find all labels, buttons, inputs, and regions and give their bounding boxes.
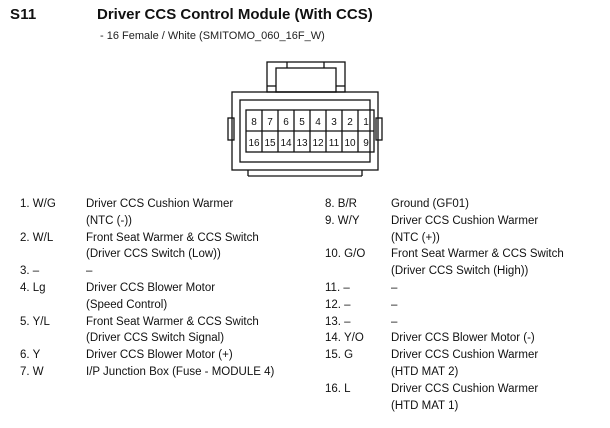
pin-number: 12. – [325,298,351,311]
pin-description: Driver CCS Cushion Warmer (NTC (-)) [86,196,320,230]
pin-description: Driver CCS Blower Motor (+) [86,347,320,364]
pin-row: 7. W I/P Junction Box (Fuse - MODULE 4) [20,364,320,381]
pin-row: 13. – – [325,314,610,331]
pin-number: 13. – [325,315,351,328]
pin-row: 16. L Driver CCS Cushion Warmer (HTD MAT… [325,381,610,415]
pin-row: 9. W/Y Driver CCS Cushion Warmer (NTC (+… [325,213,610,247]
pin-row: 5. Y/L Front Seat Warmer & CCS Switch (D… [20,314,320,348]
pin-description-line: (HTD MAT 1) [391,399,459,412]
pin-label-14: 14 [280,138,292,149]
pin-description-line: (HTD MAT 2) [391,365,459,378]
pin-description-line: I/P Junction Box (Fuse - MODULE 4) [86,365,275,378]
pin-row: 11. – – [325,280,610,297]
pin-description-line: Front Seat Warmer & CCS Switch [86,315,259,328]
pin-row: 14. Y/O Driver CCS Blower Motor (-) [325,330,610,347]
pin-description-line: – [86,265,93,278]
pin-number: 3. – [20,265,40,278]
pin-description: – [86,263,320,280]
pin-description-line: Front Seat Warmer & CCS Switch [391,248,564,261]
pin-description-line: – [391,298,398,311]
pin-description-line: (NTC (-)) [86,214,132,227]
pin-number: 16. L [325,382,351,395]
pin-description: Driver CCS Blower Motor (Speed Control) [86,280,320,314]
pin-row: 1. W/G Driver CCS Cushion Warmer (NTC (-… [20,196,320,230]
pin-number: 8. B/R [325,198,357,210]
pin-number: 7. W [20,365,44,378]
connector-housing [227,61,383,177]
pin-number: 5. Y/L [20,315,50,328]
pin-label-8: 8 [251,117,257,128]
pin-list-left: 1. W/G Driver CCS Cushion Warmer (NTC (-… [20,196,320,381]
pin-row: 6. Y Driver CCS Blower Motor (+) [20,347,320,364]
pin-row: 15. G Driver CCS Cushion Warmer (HTD MAT… [325,347,610,381]
pin-label-1: 1 [363,117,369,128]
pin-label-6: 6 [283,117,289,128]
pin-description: Driver CCS Cushion Warmer (HTD MAT 1) [391,381,610,415]
pin-description: Front Seat Warmer & CCS Switch (Driver C… [86,230,320,264]
pin-number: 4. Lg [20,281,46,294]
pin-label-10: 10 [344,138,356,149]
pin-description: Driver CCS Blower Motor (-) [391,330,610,347]
pin-number: 2. W/L [20,231,54,244]
pin-description: – [391,314,610,331]
pin-label-16: 16 [248,138,260,149]
pin-description-line: Driver CCS Blower Motor [86,281,216,294]
pin-label-4: 4 [315,117,321,128]
pin-description-line: (Speed Control) [86,298,168,311]
pin-number: 1. W/G [20,198,56,210]
pin-description: Driver CCS Cushion Warmer (NTC (+)) [391,213,610,247]
pin-description-line: Driver CCS Blower Motor (+) [86,349,233,362]
pin-description: Ground (GF01) [391,196,610,213]
pin-description-line: Driver CCS Cushion Warmer [86,198,234,210]
pin-description-line: (Driver CCS Switch (Low)) [86,248,221,261]
pin-number: 10. G/O [325,248,366,261]
pin-label-11: 11 [329,138,340,149]
pin-row: 8. B/R Ground (GF01) [325,196,610,213]
pin-description-line: Driver CCS Cushion Warmer [391,382,539,395]
pin-description: Front Seat Warmer & CCS Switch (Driver C… [86,314,320,348]
pin-description-line: – [391,281,398,294]
pin-label-9: 9 [363,138,369,149]
pin-row: 3. – – [20,263,320,280]
pin-label-15: 15 [264,138,276,149]
pin-row: 10. G/O Front Seat Warmer & CCS Switch (… [325,246,610,280]
pin-description-line: Driver CCS Cushion Warmer [391,349,539,362]
pin-description-line: Driver CCS Blower Motor (-) [391,332,535,345]
pin-label-13: 13 [296,138,308,149]
pin-number: 6. Y [20,349,41,362]
pin-label-5: 5 [299,117,305,128]
connector-diagram: 8 7 6 5 4 3 2 1 16 15 14 13 12 11 10 9 [227,61,383,177]
pin-list-right: 8. B/R Ground (GF01) 9. W/Y Driver CCS C… [325,196,610,414]
pin-number: 15. G [325,349,354,362]
pin-row: 12. – – [325,297,610,314]
page-title: Driver CCS Control Module (With CCS) [97,6,373,23]
pin-description-line: – [391,315,398,328]
pin-label-12: 12 [312,138,324,149]
pin-numbers: 8 7 6 5 4 3 2 1 16 15 14 13 12 11 10 9 [248,117,369,149]
pin-description-line: (NTC (+)) [391,231,440,244]
pin-description-line: (Driver CCS Switch Signal) [86,332,225,345]
pin-description: I/P Junction Box (Fuse - MODULE 4) [86,364,320,381]
pin-description-line: Ground (GF01) [391,198,469,210]
pin-label-3: 3 [331,117,337,128]
pin-number: 11. – [325,281,350,294]
pin-number: 14. Y/O [325,332,364,345]
pin-row: 4. Lg Driver CCS Blower Motor (Speed Con… [20,280,320,314]
pin-label-7: 7 [267,117,273,128]
pin-row: 2. W/L Front Seat Warmer & CCS Switch (D… [20,230,320,264]
pin-description-line: (Driver CCS Switch (High)) [391,265,529,278]
pin-description-line: Front Seat Warmer & CCS Switch [86,231,259,244]
pin-description: Front Seat Warmer & CCS Switch (Driver C… [391,246,610,280]
pin-description: – [391,297,610,314]
connector-id: S11 [10,6,37,23]
pin-description: Driver CCS Cushion Warmer (HTD MAT 2) [391,347,610,381]
pin-description-line: Driver CCS Cushion Warmer [391,214,539,227]
pin-number: 9. W/Y [325,214,360,227]
connector-subtitle: - 16 Female / White (SMITOMO_060_16F_W) [100,30,325,42]
pin-label-2: 2 [347,117,353,128]
pin-description: – [391,280,610,297]
